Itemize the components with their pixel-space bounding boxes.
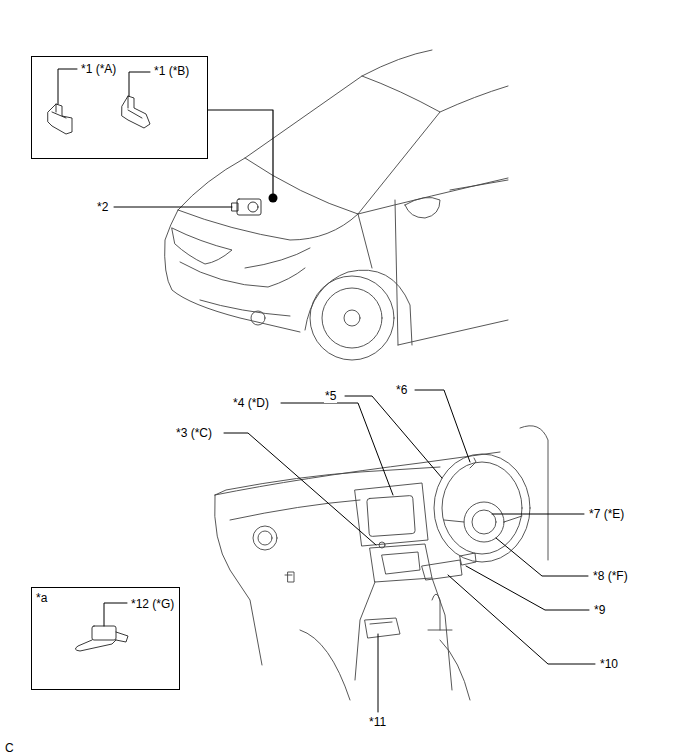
leader-dot [269, 194, 278, 203]
inset-box: *1 (*A) *1 (*B) [31, 56, 208, 159]
callout-number: *6 [395, 383, 408, 397]
callout-number: *11 [368, 715, 387, 729]
part-2-icon [232, 199, 261, 215]
callout-number: *10 [599, 657, 619, 671]
view-label: *a [35, 591, 48, 605]
callout-number: *7 (*E) [588, 507, 625, 521]
callout-number: *4 (*D) [232, 396, 270, 410]
dashboard-outline [215, 426, 548, 700]
callout-number: *1 (*B) [153, 64, 190, 78]
leader-lines [58, 69, 595, 712]
callout-number: *5 [324, 389, 337, 403]
callout-number: *3 (*C) [175, 426, 213, 440]
callout-number: *2 [96, 200, 109, 214]
part-12-icon [75, 626, 128, 651]
callout-number: *8 (*F) [592, 569, 629, 583]
leader-line [208, 110, 273, 198]
callout-number: *1 (*A) [80, 62, 117, 76]
figure-code: C [4, 741, 15, 755]
part-1-icons [48, 96, 150, 134]
callout-number: *12 (*G) [130, 597, 175, 611]
callout-number: *9 [593, 603, 606, 617]
car-outline [165, 50, 508, 360]
inset-box: *a *12 (*G) [31, 587, 180, 690]
